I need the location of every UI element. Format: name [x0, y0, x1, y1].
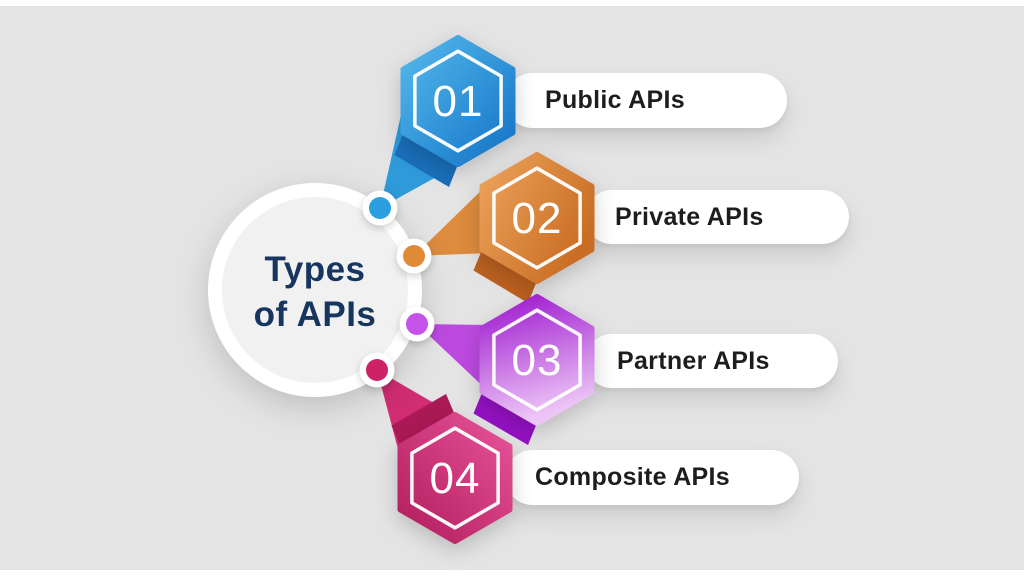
pill-public-apis: Public APIs [505, 73, 787, 128]
pill-composite-apis: Composite APIs [505, 450, 799, 505]
label-composite-apis: Composite APIs [535, 463, 730, 491]
label-partner-apis: Partner APIs [617, 346, 770, 375]
label-public-apis: Public APIs [545, 86, 685, 114]
pill-private-apis: Private APIs [585, 190, 849, 244]
label-private-apis: Private APIs [615, 202, 764, 231]
pill-partner-apis: Partner APIs [585, 334, 838, 388]
